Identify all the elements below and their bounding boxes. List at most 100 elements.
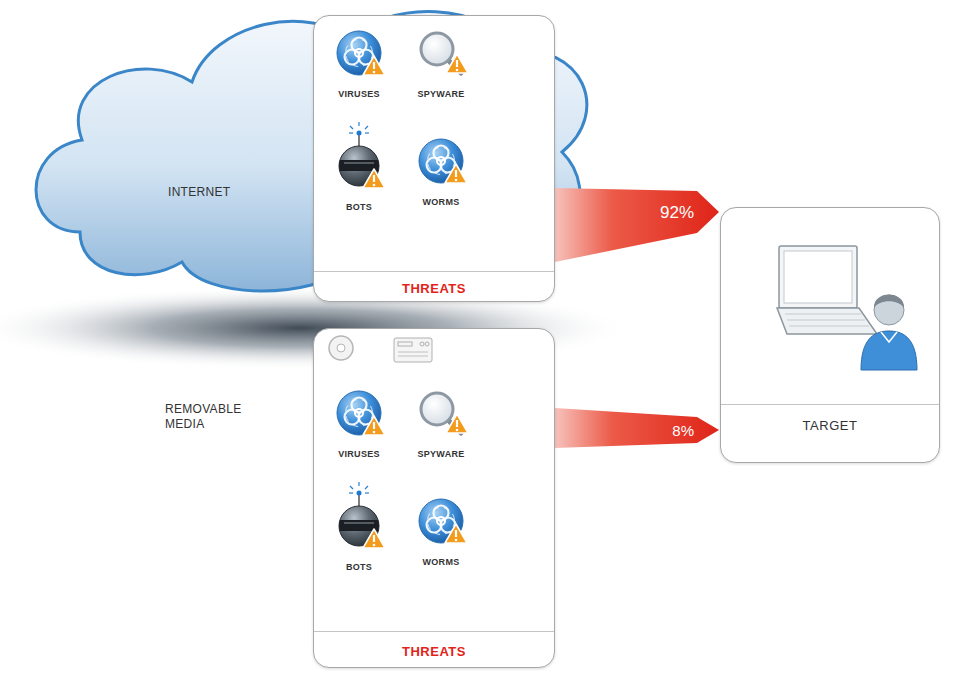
warning-badge (445, 164, 467, 183)
warning-dot (455, 179, 458, 182)
threat-icon: VIRUSES (311, 383, 407, 467)
bot-body (339, 506, 379, 546)
cd-disc (329, 336, 353, 360)
threat-icon: SPYWARE (393, 23, 489, 107)
bot-antenna (358, 494, 360, 506)
drive-case (394, 338, 432, 362)
warning-badge (446, 54, 468, 73)
threat-icon: WORMS (393, 131, 489, 215)
disc-hole (337, 344, 345, 352)
biohazard-ring (428, 508, 455, 535)
warning-badge (363, 56, 385, 75)
icon-caption: VIRUSES (311, 89, 407, 99)
media-label: REMOVABLE MEDIA (165, 402, 242, 432)
caption-holder: SPYWARE (393, 89, 489, 99)
label-holder: INTERNET (168, 185, 230, 199)
virus-globe (419, 139, 463, 183)
icon-caption: WORMS (393, 197, 489, 207)
target-label: TARGET (803, 418, 858, 433)
signal-ray (365, 132, 369, 133)
threat-icon: BOTS (311, 496, 407, 580)
threat-icon: WORMS (393, 491, 489, 575)
caption-holder: WORMS (393, 557, 489, 567)
bot-light (357, 491, 362, 496)
threat-flow-arrow (555, 188, 719, 262)
signal-ray (365, 126, 368, 129)
percentage-label: 8% (672, 423, 694, 438)
warning-triangle (363, 169, 385, 188)
threat-icon: SPYWARE (393, 383, 489, 467)
warning-dot (373, 544, 376, 547)
virus-globe (337, 31, 381, 75)
signal-ray (365, 492, 369, 493)
warning-mark (373, 175, 375, 182)
warning-mark (456, 60, 458, 67)
threat-icon: BOTS (311, 136, 407, 220)
internet-cloud: VIRUSESSPYWARE BOTSWORMS THREATS INTERNET (20, 0, 595, 300)
warning-triangle (446, 54, 468, 73)
threat-box: VIRUSESSPYWARE BOTSWORMS THREATS (313, 328, 555, 668)
virus-globe (337, 391, 381, 435)
art-g (421, 33, 468, 73)
icon-art (314, 136, 404, 198)
caption-holder: BOTS (311, 562, 407, 572)
drive-line (398, 356, 428, 357)
warning-mark (373, 422, 375, 429)
art-g (339, 122, 385, 188)
threats-heading: THREATS (402, 281, 466, 296)
magnifier-glass (421, 393, 453, 425)
icon-art (396, 131, 486, 193)
virus-globe (419, 499, 463, 543)
target-box: TARGET (720, 207, 940, 463)
bot-body (339, 146, 379, 186)
threats-heading: THREATS (402, 644, 466, 659)
warning-mark (455, 170, 457, 177)
percentage-label: 92% (660, 204, 694, 221)
laptop-screen (779, 246, 857, 308)
keyboard-row (789, 326, 869, 327)
caption-holder: WORMS (393, 197, 489, 207)
warning-dot (456, 69, 459, 72)
biohazard-ring (346, 40, 373, 67)
label-holder: 8% (672, 423, 694, 438)
icon-art (314, 383, 404, 445)
bot-antenna (358, 134, 360, 146)
signal-ray (365, 486, 368, 489)
art-g (419, 139, 467, 183)
user-hair (874, 295, 904, 309)
box-footer: THREATS (314, 631, 554, 670)
warning-dot (455, 539, 458, 542)
icon-art (396, 491, 486, 553)
warning-triangle (446, 414, 468, 433)
screen-glass (784, 251, 852, 303)
warning-triangle (363, 56, 385, 75)
icon-art (396, 23, 486, 85)
signal-ray (349, 492, 353, 493)
disc-face (329, 336, 353, 360)
art-g (421, 393, 468, 433)
signal-ray (358, 122, 359, 126)
caption-holder: SPYWARE (393, 449, 489, 459)
art-g (337, 391, 385, 435)
warning-mark (456, 420, 458, 427)
warning-badge (363, 416, 385, 435)
warning-dot (373, 184, 376, 187)
icon-caption: WORMS (393, 557, 489, 567)
biohazard-core (355, 49, 363, 57)
box-footer: THREATS (314, 271, 554, 304)
icon-caption: BOTS (311, 562, 407, 572)
drive-led (420, 342, 424, 346)
drive-line (398, 352, 428, 353)
icon-caption: SPYWARE (393, 89, 489, 99)
warning-triangle (363, 416, 385, 435)
biohazard-ring (428, 148, 455, 175)
art-g (419, 499, 467, 543)
label-holder: 92% (660, 204, 694, 221)
user-head (874, 295, 904, 325)
warning-triangle (363, 529, 385, 548)
user-collar (881, 332, 897, 342)
laptop-user-art (721, 208, 941, 404)
warning-badge (446, 414, 468, 433)
